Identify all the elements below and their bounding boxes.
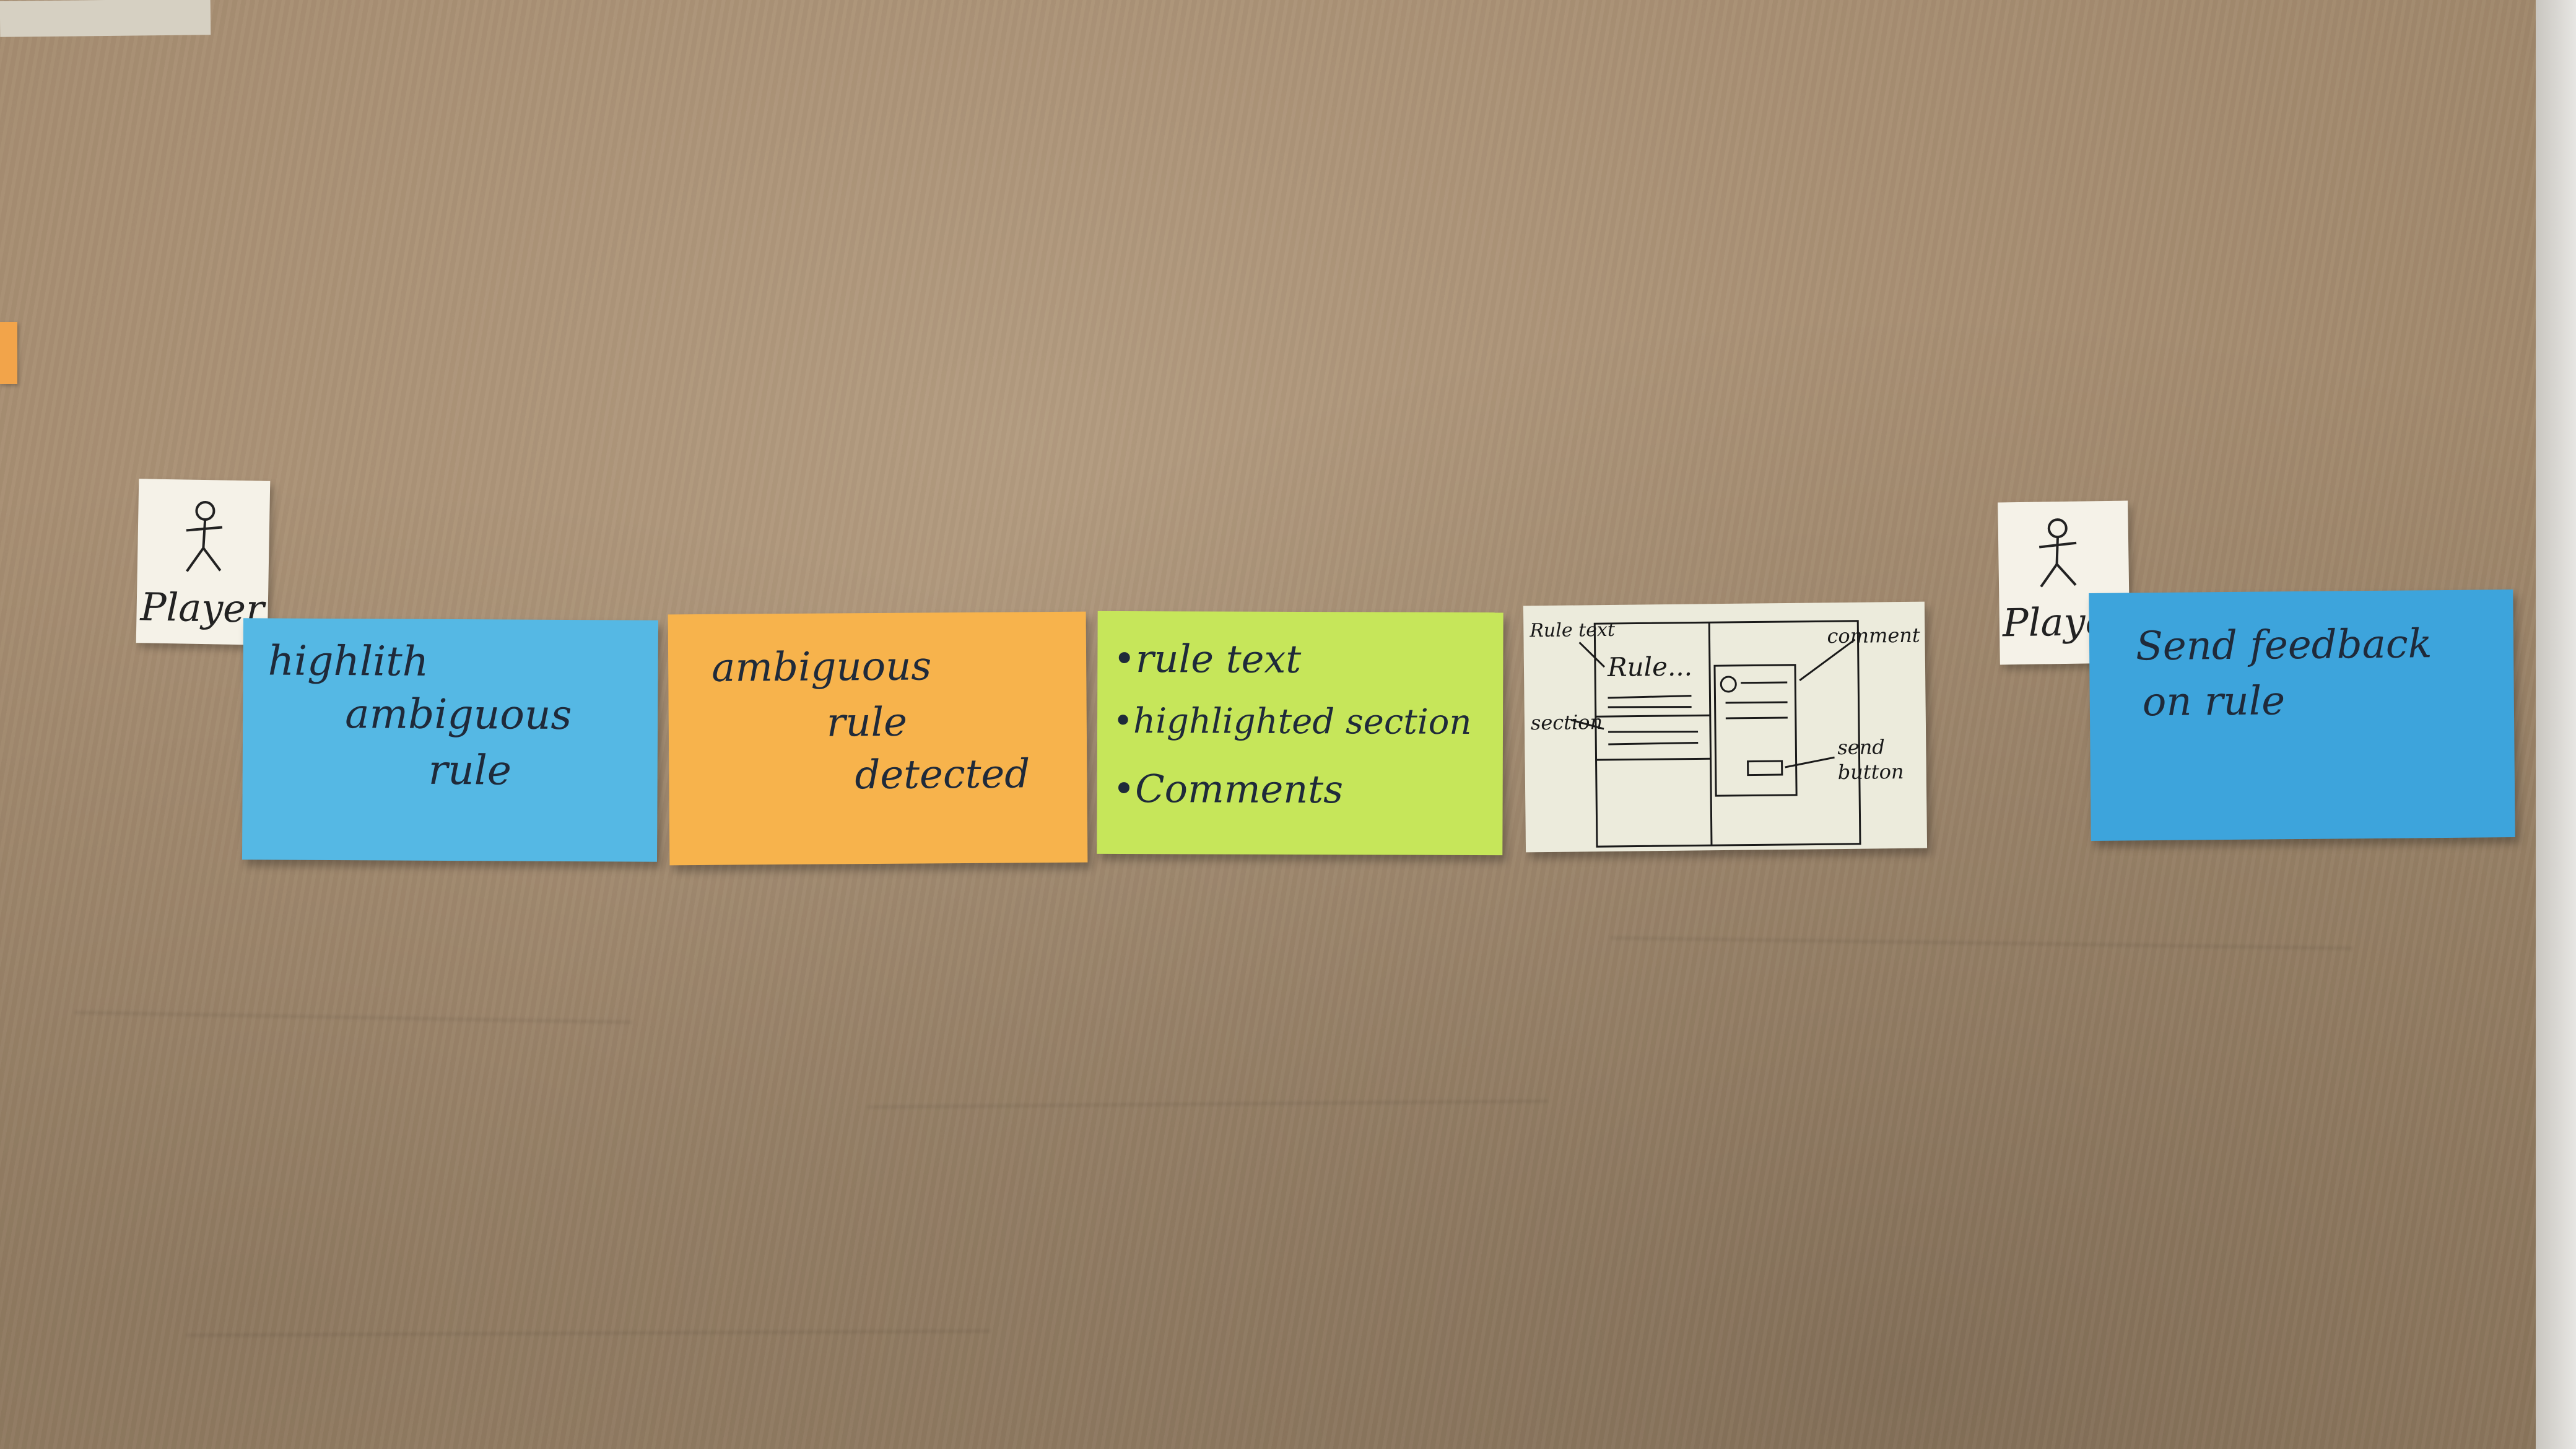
sketch-label-rule-text: Rule text [1529,619,1616,642]
paper-scrap [0,0,211,37]
note-line: on rule [2142,678,2286,726]
sketch-label-comment: comment [1827,624,1920,648]
note-line: rule [428,746,512,794]
note-line: ambiguous [345,690,572,739]
sketch-label-button: button [1838,760,1904,784]
stick-figure-icon [186,501,223,572]
paper-crease [866,1099,1549,1109]
note-line: rule [826,699,908,746]
sticky-note-send-feedback: Send feedback on rule [2089,590,2515,841]
stick-figure-icon [2039,518,2077,588]
wireframe-sketch: Rule text Rule... section comment send b… [1529,619,1920,848]
sticky-note-ambiguous-rule-detected: ambiguous rule detected [668,611,1088,866]
note-line: •rule text [1113,635,1302,682]
actor-card-player-left: Player [136,479,271,645]
note-line: detected [855,751,1030,799]
note-line: •highlighted section [1112,700,1472,742]
sticky-note-highlight-rule: highlith ambiguous rule [242,618,659,862]
note-line: highlith [268,637,429,685]
wireframe-sketch-note: Rule text Rule... section comment send b… [1523,601,1928,853]
note-line: Send feedback [2135,621,2432,670]
sketch-label-section: section [1531,710,1603,734]
actor-card-player-right: Player [1998,500,2130,665]
partial-sticky-note [0,322,17,384]
paper-crease [185,1329,991,1338]
note-line: •Comments [1112,765,1344,812]
paper-crease [1610,936,2353,951]
sketch-label-send: send [1837,735,1885,759]
sketch-label-rule-header: Rule... [1607,651,1693,682]
wall-edge [2536,0,2576,1449]
note-line: ambiguous [711,643,932,691]
paper-crease [74,1011,632,1024]
sticky-note-ui-elements: •rule text •highlighted section •Comment… [1097,611,1503,856]
